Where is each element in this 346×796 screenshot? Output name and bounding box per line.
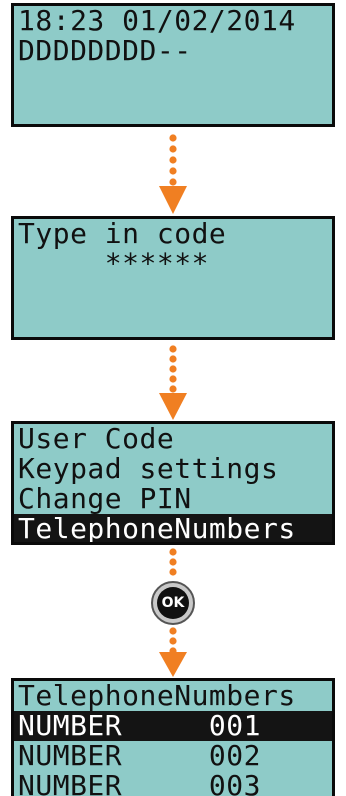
telephone-numbers-title: TelephoneNumbers	[18, 679, 296, 712]
lcd-screen-idle: 18:23 01/02/2014 DDDDDDDD--	[11, 3, 335, 127]
down-arrow-icon	[158, 343, 188, 421]
lcd-screen-telephone-numbers: TelephoneNumbers NUMBER 001 NUMBER 002 N…	[11, 678, 335, 796]
lcd-screen-menu: User Code Keypad settings Change PIN Tel…	[11, 421, 335, 545]
number-row-003[interactable]: NUMBER 003	[18, 769, 262, 796]
ok-button[interactable]: OK	[151, 581, 195, 625]
number-row-001[interactable]: NUMBER 001	[14, 711, 332, 741]
down-arrow-icon	[158, 625, 188, 678]
code-prompt: Type in code	[18, 217, 227, 250]
menu-item-user-code[interactable]: User Code	[18, 422, 175, 455]
lcd-screen-code-entry: Type in code ******	[11, 216, 335, 340]
dots-connector	[158, 546, 188, 580]
menu-item-change-pin[interactable]: Change PIN	[18, 482, 192, 515]
number-row-002[interactable]: NUMBER 002	[18, 739, 262, 772]
status-display: DDDDDDDD--	[18, 34, 192, 67]
code-mask: ******	[18, 247, 209, 280]
down-arrow-icon	[158, 130, 188, 216]
menu-item-telephone-numbers[interactable]: TelephoneNumbers	[14, 514, 332, 542]
menu-item-keypad-settings[interactable]: Keypad settings	[18, 452, 279, 485]
ok-icon: OK	[157, 587, 189, 619]
datetime-display: 18:23 01/02/2014	[18, 4, 296, 37]
